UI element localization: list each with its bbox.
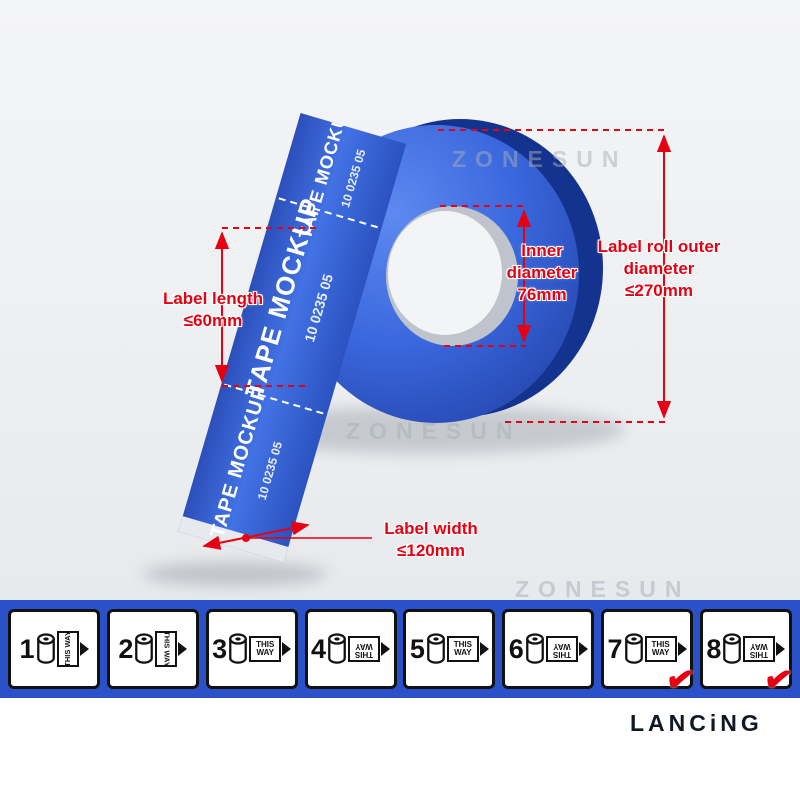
this-way-tag: THIS WAY	[249, 636, 282, 662]
orientation-bar: 1 THIS WAY 2	[0, 600, 800, 701]
this-way-label: THIS WAY	[453, 639, 472, 657]
dimension-marks	[202, 129, 672, 550]
orientation-option-5: 5 THIS WAY	[403, 609, 496, 689]
this-way-tag: THIS WAY	[348, 636, 381, 662]
this-way-tag: THIS WAY	[155, 631, 178, 667]
direction-arrow-icon	[578, 642, 588, 656]
annotation-label: Label length	[162, 289, 264, 308]
brand-logo: LANCiNG	[630, 710, 763, 736]
width-dimension-arrow	[202, 521, 310, 550]
annotation-label: Label roll outer diameter	[597, 237, 721, 279]
direction-arrow-icon	[677, 642, 687, 656]
this-way-tag: THIS WAY	[743, 636, 776, 662]
annotation-label-length: Label length ≤60mm	[138, 288, 288, 332]
paper-roll-icon	[229, 633, 248, 664]
paper-roll-icon	[427, 633, 445, 664]
roll-orientation-icon: THIS WAY	[426, 631, 489, 667]
roll-orientation-icon: THIS WAY	[624, 631, 687, 667]
orientation-option-6: 6 THIS WAY	[502, 609, 595, 689]
label-strip-face	[178, 113, 407, 563]
option-number: 8	[706, 633, 721, 664]
paper-roll-icon	[328, 633, 346, 664]
annotation-value: ≤60mm	[183, 311, 243, 331]
direction-arrow-icon	[776, 642, 786, 656]
orientation-option-7: 7 THIS WAY ✔	[601, 609, 697, 701]
paper-roll-icon	[525, 633, 544, 664]
direction-arrow-icon	[178, 642, 188, 656]
this-way-label: THIS WAY	[750, 641, 769, 659]
direction-arrow-icon	[381, 642, 391, 656]
width-leader-dot	[242, 534, 250, 542]
this-way-label: THIS WAY	[256, 639, 275, 657]
roll-core-hole	[388, 211, 502, 335]
option-number: 5	[409, 633, 425, 664]
option-number: 3	[212, 633, 227, 664]
paper-roll-icon	[723, 633, 742, 664]
orientation-option-2: 2 THIS WAY	[106, 609, 199, 689]
annotation-label-width: Label width ≤120mm	[372, 518, 490, 562]
this-way-label: THIS WAY	[354, 641, 374, 659]
roll-orientation-icon: THIS WAY	[228, 631, 292, 667]
paper-roll-icon	[135, 633, 154, 664]
label-cut-line	[278, 197, 379, 229]
this-way-tag: THIS WAY	[545, 636, 578, 662]
check-icon: ✔	[761, 658, 796, 702]
this-way-label: THIS WAY	[62, 631, 72, 667]
this-way-label: THIS WAY	[651, 639, 670, 657]
this-way-tag: THIS WAY	[56, 631, 79, 667]
direction-arrow-icon	[282, 642, 292, 656]
option-number: 7	[607, 633, 623, 664]
option-number: 6	[508, 633, 524, 664]
orientation-option-3: 3 THIS WAY	[205, 609, 298, 689]
watermark: ZONESUN	[515, 576, 691, 602]
option-number: 1	[19, 633, 34, 664]
label-cut-line	[224, 383, 325, 415]
roll-shadow	[235, 406, 625, 454]
option-number: 4	[311, 633, 326, 664]
direction-arrow-icon	[479, 642, 489, 656]
paper-roll-icon	[624, 633, 643, 664]
annotation-value: ≤120mm	[397, 541, 465, 561]
orientation-option-8: 8 THIS WAY ✔	[699, 609, 796, 701]
direction-arrow-icon	[79, 642, 89, 656]
this-way-tag: THIS WAY	[446, 636, 479, 662]
annotation-value: 76mm	[517, 285, 567, 305]
this-way-tag: THIS WAY	[644, 636, 677, 662]
roll-orientation-icon: THIS WAY	[525, 631, 588, 667]
strip-shadow	[143, 562, 327, 586]
product-stage: TAPE MOCKUP 10 0235 05 TAPE MOCKUP 10 02…	[0, 0, 800, 602]
watermark: ZONESUN	[346, 418, 522, 444]
annotation-value: ≤270mm	[625, 281, 693, 301]
orientation-option-1: 1 THIS WAY	[8, 609, 100, 689]
check-icon: ✔	[662, 658, 698, 702]
this-way-label: THIS WAY	[552, 641, 571, 659]
roll-orientation-icon: THIS WAY	[134, 631, 188, 667]
annotation-label: Inner diameter	[506, 241, 578, 283]
footer: LANCiNG	[0, 698, 800, 800]
roll-orientation-icon: THIS WAY	[327, 631, 391, 667]
roll-orientation-icon: THIS WAY	[722, 631, 786, 667]
roll-orientation-icon: THIS WAY	[36, 631, 89, 667]
annotation-label: Label width	[384, 519, 478, 538]
watermark: ZONESUN	[452, 146, 628, 172]
annotation-outer-diameter: Label roll outer diameter ≤270mm	[592, 236, 726, 302]
paper-roll-icon	[36, 633, 55, 664]
option-number: 2	[118, 633, 133, 664]
orientation-option-4: 4 THIS WAY	[304, 609, 397, 689]
this-way-label: THIS WAY	[162, 631, 172, 667]
tape-roll-illustration: TAPE MOCKUP 10 0235 05 TAPE MOCKUP 10 02…	[143, 113, 672, 586]
annotation-inner-diameter: Inner diameter 76mm	[486, 240, 598, 306]
